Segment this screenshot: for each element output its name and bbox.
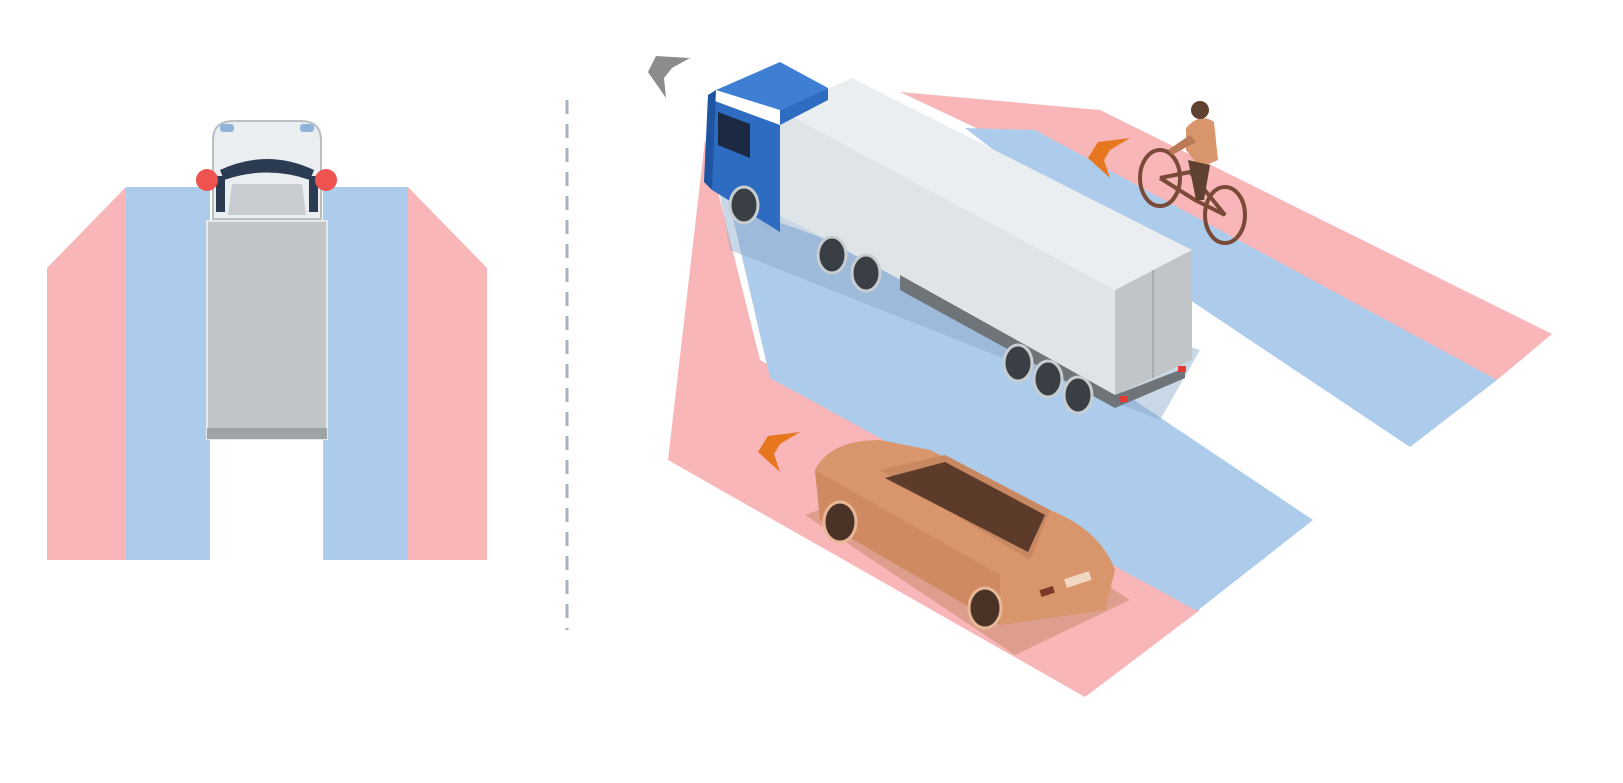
- truck-direction-arrow: [648, 56, 690, 98]
- cab-front-wheel: [728, 185, 760, 225]
- perspective-truck: [704, 62, 1192, 415]
- cyclist-legs: [1188, 160, 1210, 200]
- top-truck-cab-roof: [228, 184, 306, 215]
- top-truck-right-door: [309, 176, 318, 212]
- bicycle-frame: [1158, 169, 1227, 217]
- car-front-wheel: [822, 500, 858, 544]
- top-truck-left-light: [220, 124, 234, 132]
- cab-rear-wheel-1: [816, 235, 848, 275]
- top-truck-windshield: [220, 159, 314, 180]
- top-truck-trailer-rear: [207, 428, 327, 439]
- cab-window: [718, 112, 750, 158]
- car-tail-light: [1039, 585, 1055, 597]
- perspective-view: [648, 56, 1552, 697]
- cab-rear-wheel-2: [850, 253, 882, 293]
- car-license-plate: [1064, 571, 1092, 588]
- cab-rear-panel: [780, 88, 828, 125]
- car-rear-wheel: [967, 586, 1003, 630]
- car: [805, 440, 1130, 655]
- cab-roof: [716, 62, 828, 110]
- top-truck-left-door: [216, 176, 225, 212]
- trailer-wheel-1: [1002, 343, 1034, 383]
- right-inner-zone: [323, 187, 408, 560]
- left-inner-zone: [126, 187, 210, 560]
- cyclist-head: [1191, 101, 1209, 119]
- trailer-wheel-3: [1062, 375, 1094, 415]
- top-truck-trailer: [206, 220, 328, 440]
- cyclist-direction-arrow: [1088, 138, 1130, 178]
- cyclist-body: [1186, 118, 1218, 168]
- truck-wheels: [728, 185, 1094, 415]
- left-side-inner-zone: [730, 205, 1313, 611]
- right-mirror-sensor: [315, 169, 337, 191]
- top-truck-right-light: [300, 124, 314, 132]
- cyclist-arm: [1168, 135, 1196, 155]
- car-direction-arrow: [758, 432, 800, 472]
- trailer-tail-light-2: [1178, 366, 1186, 372]
- car-windows: [885, 462, 1045, 552]
- left-mirror-sensor: [196, 169, 218, 191]
- cab-front: [704, 90, 716, 190]
- trailer-tail-light: [1120, 396, 1128, 402]
- bicycle-rear-wheel: [1203, 185, 1247, 245]
- car-body: [815, 440, 1115, 625]
- cyclist: [1138, 101, 1247, 245]
- trailer-top: [780, 78, 1192, 290]
- trailer-side: [780, 110, 1115, 395]
- trailer-wheel-2: [1032, 359, 1064, 399]
- car-front-side: [815, 470, 1000, 625]
- top-view: [47, 120, 487, 560]
- top-view-truck: [196, 120, 337, 440]
- bicycle-front-wheel: [1138, 148, 1182, 208]
